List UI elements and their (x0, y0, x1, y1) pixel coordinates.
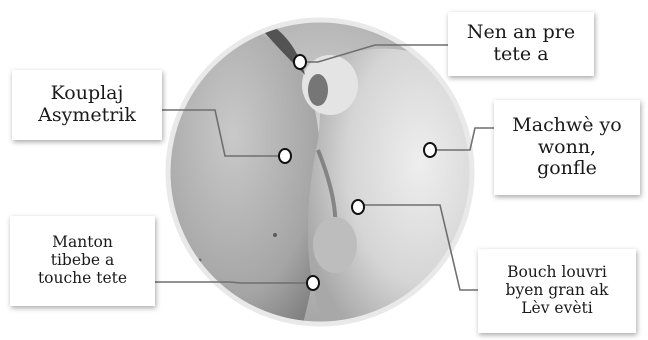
label-round-cheeks: Machwè yo wonn, gonfle (494, 100, 640, 195)
label-wide-open-mouth-text: Bouch louvri byen gran ak Lèv evèti (506, 264, 609, 317)
marker-cheek (424, 143, 436, 157)
marker-nose (294, 55, 306, 69)
label-asymmetric-latch-text: Kouplaj Asymetrik (38, 83, 136, 127)
label-chin-touches-breast: Manton tibebe a touche tete (10, 216, 155, 306)
label-nose-near-nipple-text: Nen an pre tete a (467, 22, 575, 66)
chin-shape (313, 217, 357, 273)
label-nose-near-nipple: Nen an pre tete a (448, 12, 594, 76)
marker-breast (279, 149, 291, 163)
label-chin-touches-breast-text: Manton tibebe a touche tete (38, 234, 127, 287)
latch-photo (160, 15, 480, 335)
label-asymmetric-latch: Kouplaj Asymetrik (12, 70, 162, 140)
marker-chin (307, 276, 319, 290)
breast-shape (160, 27, 322, 335)
marker-mouth (352, 200, 364, 214)
label-wide-open-mouth: Bouch louvri byen gran ak Lèv evèti (478, 249, 636, 333)
label-round-cheeks-text: Machwè yo wonn, gonfle (512, 115, 621, 181)
